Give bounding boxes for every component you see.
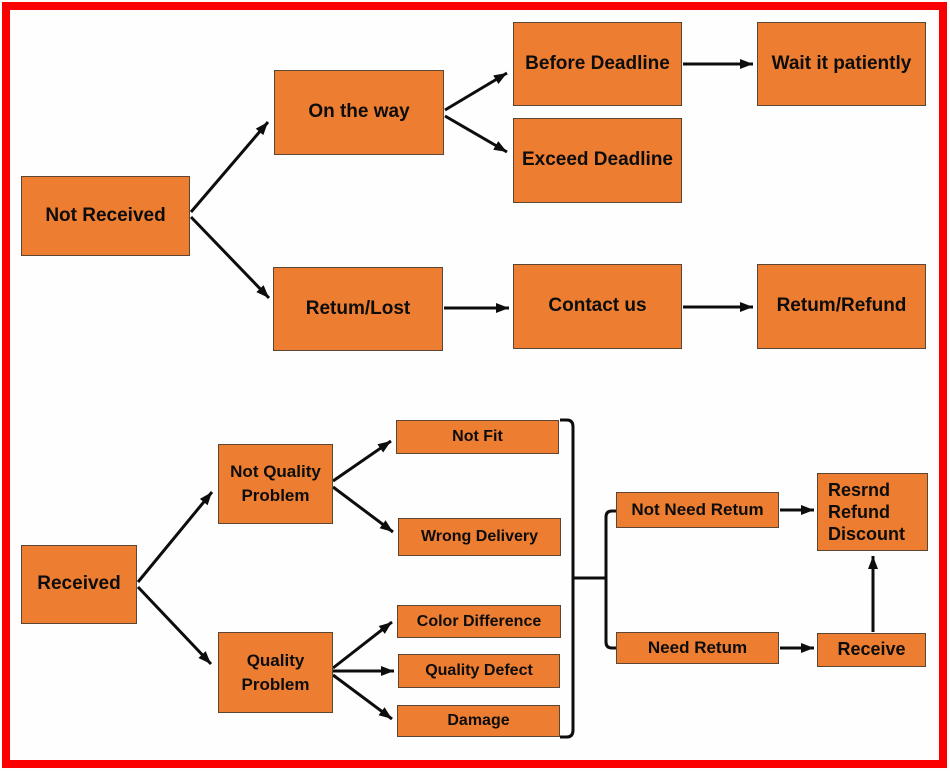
arrow-on-the-way-to-before-deadline [444,71,508,112]
node-quality-defect: Quality Defect [398,654,560,688]
node-on-the-way: On the way [274,70,444,155]
arrow-received-to-quality-problem [136,585,213,666]
arrow-nqp-to-wrong-delivery [332,485,394,534]
arrow-on-the-way-to-exceed-deadline [444,114,508,154]
node-exceed-deadline: Exceed Deadline [513,118,682,203]
arrow-not-received-to-on-the-way [189,121,270,213]
node-before-deadline: Before Deadline [513,22,682,106]
node-wrong-delivery: Wrong Delivery [398,518,561,556]
node-not-need-retum: Not Need Retum [616,492,779,528]
arrow-nqp-to-not-fit [332,439,392,483]
node-damage: Damage [397,705,560,737]
node-retum-refund: Retum/Refund [757,264,926,349]
arrow-qp-to-color-difference [332,620,393,670]
node-wait-it-patiently: Wait it patiently [757,22,926,106]
node-need-retum: Need Retum [616,632,779,664]
node-contact-us: Contact us [513,264,682,349]
node-not-fit: Not Fit [396,420,559,454]
node-quality-problem: Quality Problem [218,632,333,713]
bracket-outcomes-group [560,418,575,739]
node-not-quality-problem: Not Quality Problem [218,444,333,524]
arrow-not-received-to-retum-lost [189,215,271,300]
arrow-qp-to-damage [332,673,393,721]
node-resrnd-refund-discount: Resrnd Refund Discount [817,473,928,551]
node-retum-lost: Retum/Lost [273,267,443,351]
arrow-received-to-not-quality-problem [136,491,214,583]
node-receive: Receive [817,633,926,667]
node-not-received: Not Received [21,176,190,256]
node-color-difference: Color Difference [397,605,561,638]
bracket-retum-split [604,509,616,650]
node-received: Received [21,545,137,624]
